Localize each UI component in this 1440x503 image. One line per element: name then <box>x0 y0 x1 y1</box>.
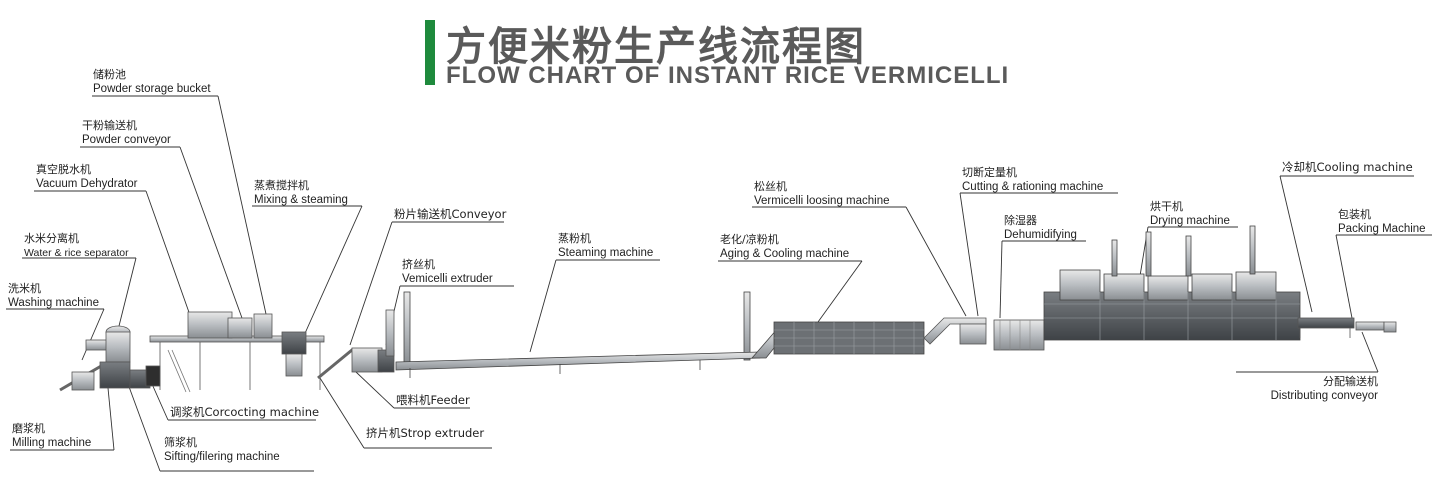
leader-lines <box>6 95 1432 472</box>
label-feeder: 喂料机Feeder <box>396 393 470 407</box>
label-cooling-machine: 冷却机Cooling machine <box>1282 160 1413 174</box>
label-strop-extruder: 挤片机Strop extruder <box>366 426 485 440</box>
machinery <box>59 225 1397 393</box>
title-chinese: 方便米粉生产线流程图 <box>446 24 866 70</box>
label-corcocting-machine: 调浆机Corcocting machine <box>170 405 320 419</box>
label-flake-conveyor: 粉片输送机Conveyor <box>394 207 507 221</box>
title-accent-bar <box>425 20 435 85</box>
title-english: FLOW CHART OF INSTANT RICE VERMICELLI <box>446 62 1010 89</box>
